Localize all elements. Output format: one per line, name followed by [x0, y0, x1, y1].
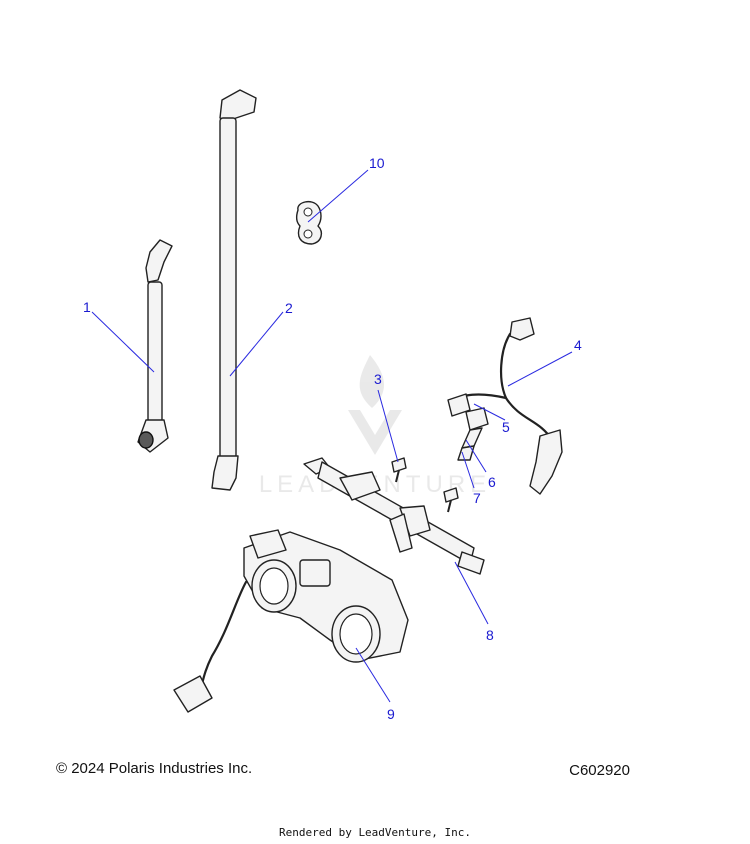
callout-1: 1: [83, 299, 91, 315]
callout-7: 7: [473, 490, 481, 506]
part-10-hose-clip[interactable]: [295, 200, 323, 245]
callout-6: 6: [488, 474, 496, 490]
drawing-id: C602920: [569, 762, 630, 779]
part-3-screw[interactable]: [391, 457, 407, 483]
parts-diagram: LEADVENTURE: [83, 89, 582, 722]
callout-4: 4: [574, 337, 582, 353]
part-7-screw[interactable]: [443, 487, 459, 513]
part-2-fuel-hose-long[interactable]: [211, 89, 257, 491]
callout-10: 10: [369, 155, 385, 171]
part-8-fuel-rail[interactable]: [303, 457, 485, 575]
callout-9: 9: [387, 706, 395, 722]
part-1-fuel-hose-short[interactable]: [137, 239, 173, 453]
leader-lines: [91, 169, 573, 703]
rendered-by-text: Rendered by LeadVenture, Inc.: [278, 826, 472, 839]
callouts: 1 2 3 4 5 6 7 8 9 10: [83, 155, 582, 722]
part-9-throttle-body[interactable]: [173, 529, 409, 713]
part-4-injector-harness[interactable]: [447, 317, 563, 495]
part-5-fuel-injector[interactable]: [457, 407, 489, 461]
copyright-text: © 2024 Polaris Industries Inc.: [56, 760, 253, 777]
callout-3: 3: [374, 371, 382, 387]
callout-5: 5: [502, 419, 510, 435]
callout-2: 2: [285, 300, 293, 316]
callout-8: 8: [486, 627, 494, 643]
